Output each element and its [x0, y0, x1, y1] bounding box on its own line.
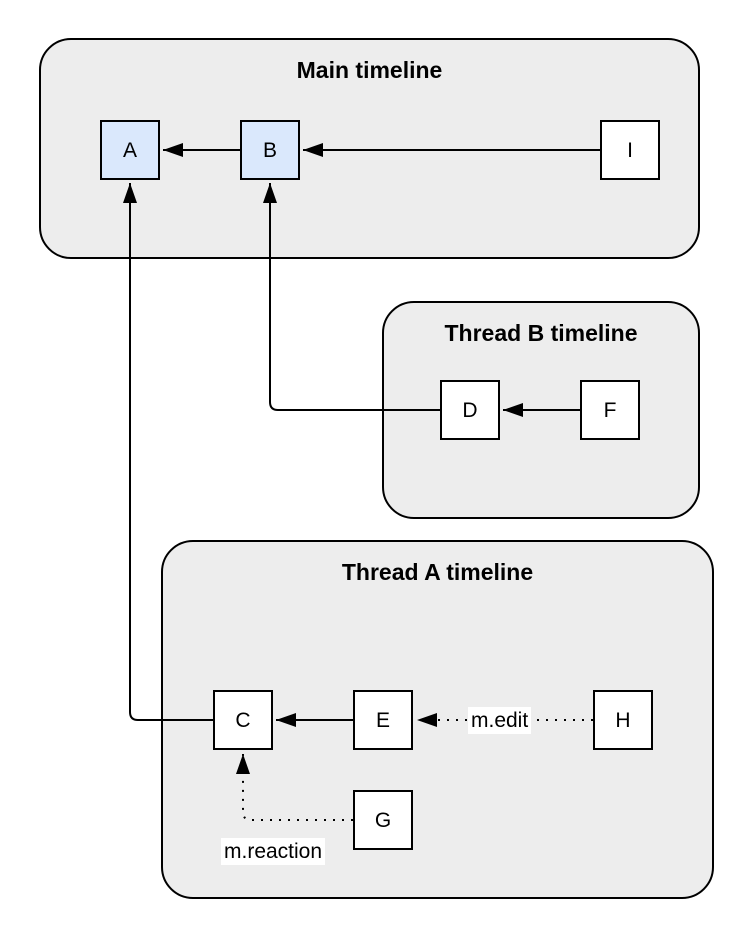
node-g: G — [353, 790, 413, 850]
node-b: B — [240, 120, 300, 180]
node-a: A — [100, 120, 160, 180]
edge-g-to-c-m-reaction — [236, 754, 353, 821]
node-d: D — [440, 380, 500, 440]
edge-d-to-b — [263, 183, 440, 411]
node-i: I — [600, 120, 660, 180]
node-e: E — [353, 690, 413, 750]
group-thread-b-timeline-title: Thread B timeline — [444, 320, 638, 346]
edge-label-m-edit: m.edit — [468, 707, 532, 735]
edge-c-to-a — [123, 183, 213, 721]
edge-label-m-reaction: m.reaction — [221, 838, 326, 866]
group-thread-a-timeline-title: Thread A timeline — [341, 559, 534, 585]
group-main-timeline-title: Main timeline — [296, 57, 443, 83]
node-c: C — [213, 690, 273, 750]
node-f: F — [580, 380, 640, 440]
node-h: H — [593, 690, 653, 750]
